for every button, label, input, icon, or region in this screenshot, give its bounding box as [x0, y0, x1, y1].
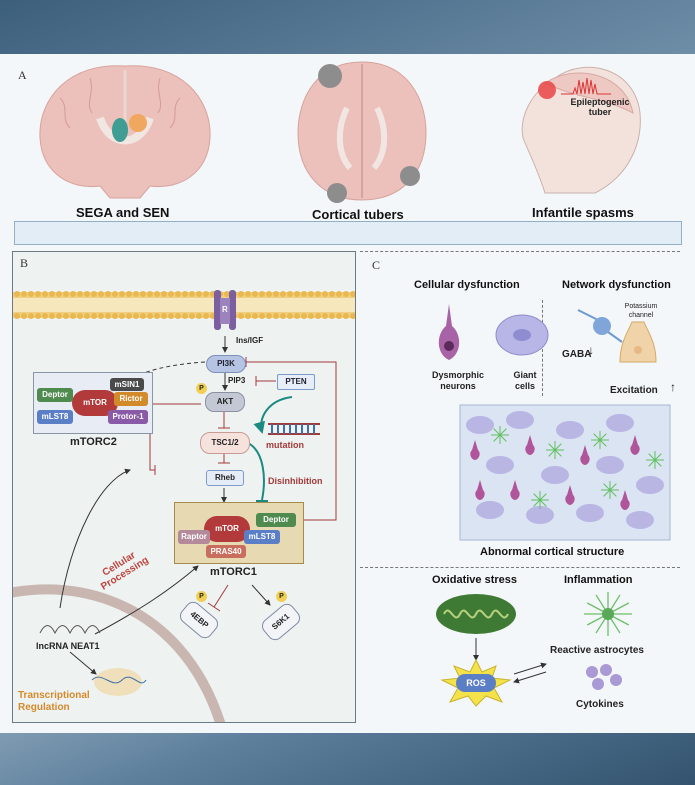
gaba-down-icon: ↓ [588, 343, 594, 357]
dysmorphic-neuron-icon [438, 304, 460, 360]
network-neurons-icon [577, 309, 657, 363]
brain-axial-illustration [297, 61, 427, 203]
caption-cortical-tubers: Cortical tubers [312, 207, 404, 222]
mtorc2-rictor: Rictor [114, 392, 148, 406]
rheb-node: Rheb [206, 470, 244, 486]
pi3k-node: PI3K [206, 355, 246, 373]
infant-head-illustration [521, 66, 641, 194]
excitation-label: Excitation [610, 385, 658, 396]
cellular-dysfunction-title: Cellular dysfunction [414, 279, 520, 291]
tsc-node: TSC1/2 [200, 432, 250, 454]
dysmorphic-neurons-label: Dysmorphic neurons [431, 370, 484, 391]
mtorc1-raptor: Raptor [178, 530, 210, 544]
mtorc2-msin1: mSIN1 [110, 378, 144, 391]
mtorc1-pras40: PRAS40 [206, 545, 246, 558]
mtorc1-mtor: mTOR [204, 516, 250, 542]
caption-sega-sen: SEGA and SEN [76, 205, 170, 220]
lncrna-icon [39, 625, 101, 635]
panel-c-top-divider [360, 251, 680, 252]
akt-phospho-badge: P [196, 383, 207, 394]
transcription-factor-icon [91, 668, 147, 696]
mitochondrion-icon [436, 594, 516, 634]
panel-c-mid-divider [360, 567, 680, 568]
reactive-astrocytes-label: Reactive astrocytes [550, 645, 644, 656]
panel-label-b: B [20, 256, 29, 270]
network-dysfunction-title: Network dysfunction [562, 279, 671, 291]
ros-label: ROS [456, 674, 496, 692]
inflammation-title: Inflammation [564, 574, 633, 586]
giant-cell-icon [495, 314, 549, 356]
excitation-up-icon: ↑ [670, 380, 676, 394]
panel-label-c: C [372, 258, 381, 272]
panel-a-divider-bar [14, 221, 682, 245]
giant-cells-label: Giant cells [513, 370, 537, 391]
caption-infantile-spasms: Infantile spasms [532, 205, 634, 220]
brain-coronal-illustration [39, 65, 211, 199]
cytokines-icon [586, 664, 622, 690]
mtorc1-title: mTORC1 [210, 566, 257, 578]
receptor-icon [214, 290, 236, 330]
potassium-channel-label: Potassium channel [624, 303, 658, 319]
mtorc2-deptor: Deptor [37, 388, 73, 402]
mtorc2-protor: Protor-1 [108, 410, 148, 424]
oxidative-stress-title: Oxidative stress [432, 574, 517, 586]
panel-b-box [12, 251, 356, 723]
nucleus-outline [13, 584, 225, 722]
receptor-label: R [222, 305, 228, 314]
dna-mutation-icon [268, 423, 320, 435]
mtorc1-deptor: Deptor [256, 513, 296, 527]
pip3-label: PIP3 [228, 376, 246, 385]
cell-membrane [13, 291, 355, 319]
akt-node: AKT [205, 392, 245, 412]
mtorc1-mlst8: mLST8 [244, 530, 280, 544]
lncrna-label: lncRNA NEAT1 [36, 641, 100, 651]
cortical-tissue-illustration [459, 404, 671, 541]
disinhibition-label: Disinhibition [268, 476, 323, 486]
astrocyte-icon [584, 592, 632, 636]
epileptogenic-tuber-label: Epileptogenic tuber [570, 97, 630, 117]
gaba-label: GABA [562, 349, 592, 360]
abnormal-cortical-structure-label: Abnormal cortical structure [480, 546, 625, 558]
mtorc2-mlst8: mLST8 [37, 410, 73, 424]
transcriptional-regulation-label: Transcriptional Regulation [18, 690, 90, 713]
s6k1-phospho-badge: P [276, 591, 287, 602]
4ebp-phospho-badge: P [196, 591, 207, 602]
mtorc2-title: mTORC2 [70, 436, 117, 448]
mutation-label: mutation [266, 440, 304, 450]
pten-node: PTEN [277, 374, 315, 390]
panel-label-a: A [18, 68, 27, 82]
ligand-label: Ins/IGF [236, 336, 264, 345]
cytokines-label: Cytokines [576, 699, 624, 710]
